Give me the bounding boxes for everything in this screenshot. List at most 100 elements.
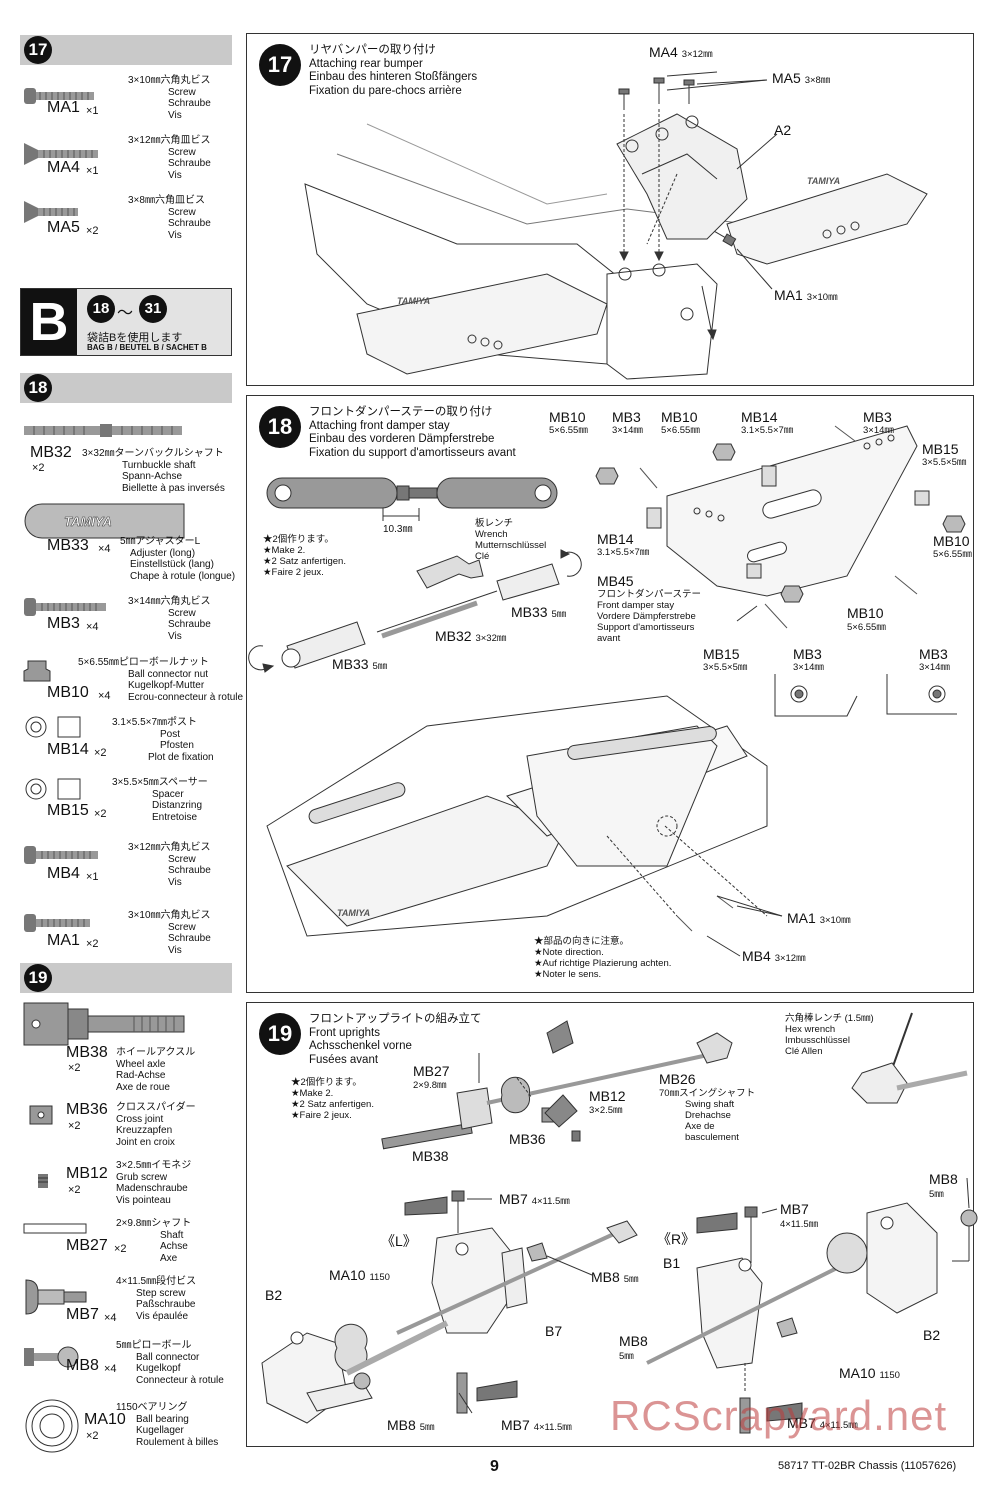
tamiya-logo: TAMIYA bbox=[64, 514, 112, 529]
bag-letter: B bbox=[21, 289, 77, 355]
label-ma10b: MA10 1150 bbox=[839, 1365, 900, 1381]
label-mb32: MB32 3×32㎜ bbox=[435, 628, 507, 644]
size: 3×5.5×5㎜ bbox=[703, 662, 748, 673]
title-en: Attaching rear bumper bbox=[309, 57, 423, 70]
label-mb7d: MB7 4×11.5㎜ bbox=[787, 1415, 858, 1431]
label-mb38: MB38 bbox=[412, 1148, 449, 1164]
post-icon bbox=[25, 716, 81, 738]
page-number: 9 bbox=[490, 1458, 499, 1475]
size: 3×5.5×5㎜ bbox=[922, 457, 967, 468]
part-qty: ×2 bbox=[94, 808, 107, 820]
shaft-icon bbox=[23, 1223, 87, 1234]
label-right: 《R》 bbox=[657, 1231, 696, 1247]
bag-text-jp: 袋詰Bを使用します bbox=[87, 332, 183, 344]
size: 3×14㎜ bbox=[612, 425, 643, 436]
step-number: 18 bbox=[24, 374, 52, 402]
title-de: Einbau des hinteren Stoßfängers bbox=[309, 71, 478, 83]
title-jp: フロントアップライトの組み立て bbox=[309, 1013, 482, 1025]
label-mb8c: MB8 bbox=[619, 1333, 648, 1349]
label-ma1: MA1 3×10㎜ bbox=[787, 910, 851, 926]
direction-note: ★部品の向きに注意。★Note direction.★Auf richtige … bbox=[534, 936, 672, 980]
label-b2b: B2 bbox=[923, 1327, 941, 1343]
part-code: MA5 bbox=[47, 219, 80, 236]
part-code: MB4 bbox=[47, 865, 80, 882]
label-mb3b: MB3 bbox=[863, 409, 892, 425]
part-code: MB3 bbox=[47, 615, 80, 632]
size: 4×11.5㎜ bbox=[780, 1219, 819, 1230]
part-code: MB33 bbox=[47, 537, 89, 554]
part-qty: ×1 bbox=[86, 165, 99, 177]
make2-note: ★2個作ります。★Make 2.★2 Satz anfertigen.★Fair… bbox=[291, 1077, 374, 1121]
part-qty: ×1 bbox=[86, 871, 99, 883]
part-qty: ×2 bbox=[68, 1062, 81, 1074]
size: 2×9.8㎜ bbox=[413, 1080, 447, 1091]
title-jp: リヤバンパーの取り付け bbox=[309, 44, 436, 56]
part-code: MB10 bbox=[47, 684, 89, 701]
label-mb10b: MB10 bbox=[661, 409, 698, 425]
rear-bumper-diagram: TAMIYA TAMIYA bbox=[304, 71, 928, 380]
ball-connector-icon bbox=[24, 1346, 79, 1368]
part-code: MB36 bbox=[66, 1101, 108, 1118]
part-qty: ×2 bbox=[94, 747, 107, 759]
hex-screw-icon bbox=[24, 88, 94, 104]
label-mb45: MB45 bbox=[597, 573, 634, 589]
label-mb4: MB4 3×12㎜ bbox=[742, 948, 806, 964]
part-code: MA1 bbox=[47, 932, 80, 949]
sidebar-step17-header: 17 bbox=[20, 35, 232, 65]
grub-screw-icon bbox=[38, 1174, 48, 1188]
title-fr: Fusées avant bbox=[309, 1053, 379, 1066]
ball-connector-nut-icon bbox=[23, 660, 51, 682]
size: 3×14㎜ bbox=[793, 662, 824, 673]
label-mb8d: MB8 5㎜ bbox=[387, 1417, 435, 1433]
part-qty: ×4 bbox=[98, 690, 111, 702]
part-qty: ×2 bbox=[86, 938, 99, 950]
cross-joint-icon bbox=[29, 1105, 53, 1125]
bag-from-step: 18 bbox=[87, 295, 115, 323]
label-ma10a: MA10 1150 bbox=[329, 1267, 390, 1283]
countersunk-screw-icon bbox=[24, 201, 78, 223]
size: 5㎜ bbox=[929, 1189, 944, 1200]
size: 3×14㎜ bbox=[863, 425, 894, 436]
hex-screw-icon bbox=[24, 846, 98, 864]
part-code: MB7 bbox=[66, 1306, 99, 1323]
part-qty: ×2 bbox=[68, 1184, 81, 1196]
tamiya-logo: TAMIYA bbox=[397, 296, 430, 306]
label-mb33a: MB33 5㎜ bbox=[511, 604, 567, 620]
size: 5×6.55㎜ bbox=[933, 549, 972, 560]
turnbuckle-shaft-icon bbox=[24, 424, 182, 437]
part-qty: ×1 bbox=[86, 105, 99, 117]
part-code: MB27 bbox=[66, 1237, 108, 1254]
size: 3.1×5.5×7㎜ bbox=[597, 547, 650, 558]
part-qty: ×4 bbox=[86, 621, 99, 633]
label-mb3d: MB3 bbox=[919, 646, 948, 662]
ball-bearing-icon bbox=[25, 1399, 79, 1453]
size: 3×2.5㎜ bbox=[589, 1105, 623, 1116]
part-code: MB14 bbox=[47, 741, 89, 758]
part-code: MB32 bbox=[30, 444, 72, 461]
label-mb26: MB26 bbox=[659, 1071, 696, 1087]
title-de: Achsschenkel vorne bbox=[309, 1040, 412, 1052]
label-left: 《L》 bbox=[381, 1233, 417, 1249]
part-code: MB15 bbox=[47, 802, 89, 819]
